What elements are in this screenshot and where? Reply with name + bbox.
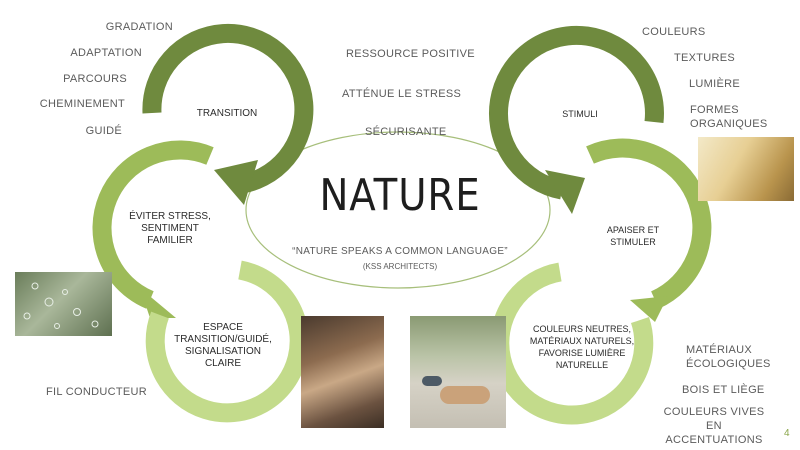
center-quote: “NATURE SPEAKS A COMMON LANGUAGE” bbox=[292, 246, 508, 257]
page-number: 4 bbox=[784, 428, 790, 439]
ring-espace bbox=[145, 260, 309, 423]
keyword-adaptation: ADAPTATION bbox=[70, 47, 142, 59]
keyword-materiaux-ecologiques: MATÉRIAUX ÉCOLOGIQUES bbox=[686, 344, 771, 370]
arrowhead-transition bbox=[214, 160, 258, 205]
arrowhead-apaiser bbox=[630, 296, 668, 322]
wood-curve-photo bbox=[301, 316, 384, 428]
keyword-couleurs-vives: COULEURS VIVES EN ACCENTUATIONS bbox=[663, 406, 765, 446]
keyword-lumiere: LUMIÈRE bbox=[689, 78, 740, 90]
keyword-cheminement: CHEMINEMENT bbox=[39, 98, 125, 110]
ring-label-couleurs-neutres: COULEURS NEUTRES, MATÉRIAUX NATURELS, FA… bbox=[529, 324, 635, 370]
ring-apaiser bbox=[586, 138, 712, 309]
keyword-couleurs: COULEURS bbox=[642, 26, 706, 38]
center-ellipse bbox=[245, 131, 551, 289]
hand-meadow-photo bbox=[698, 137, 794, 201]
keyword-formes-organiques: FORMES ORGANIQUES bbox=[690, 104, 768, 130]
ring-label-eviter-stress: ÉVITER STRESS, SENTIMENT FAMILIER bbox=[129, 211, 211, 246]
center-credit: (KSS ARCHITECTS) bbox=[362, 262, 438, 271]
ring-label-espace: ESPACE TRANSITION/GUIDÉ, SIGNALISATION C… bbox=[174, 322, 272, 369]
keyword-attenue-stress: ATTÉNUE LE STRESS bbox=[342, 88, 462, 100]
keyword-guide: GUIDÉ bbox=[85, 125, 122, 137]
ring-label-transition: TRANSITION bbox=[196, 108, 258, 119]
bench-photo bbox=[410, 316, 506, 428]
keyword-securisante: SÉCURISANTE bbox=[365, 126, 447, 138]
keyword-textures: TEXTURES bbox=[674, 52, 736, 64]
ring-label-stimuli: STIMULI bbox=[562, 109, 598, 119]
ring-label-apaiser: APAISER ET STIMULER bbox=[606, 225, 660, 247]
arrowhead-eviter-stress bbox=[140, 288, 176, 318]
keyword-bois-liege: BOIS ET LIÈGE bbox=[682, 384, 765, 396]
keyword-gradation: GRADATION bbox=[105, 21, 173, 33]
bubbles-photo bbox=[15, 272, 112, 336]
ring-couleurs-neutres bbox=[490, 262, 654, 425]
center-title: NATURE bbox=[319, 170, 481, 221]
ring-transition bbox=[142, 23, 314, 195]
ring-stimuli bbox=[488, 25, 664, 200]
ring-eviter-stress bbox=[92, 140, 214, 309]
keyword-parcours: PARCOURS bbox=[63, 73, 127, 85]
keyword-ressource-positive: RESSOURCE POSITIVE bbox=[346, 48, 475, 60]
arrowhead-stimuli bbox=[545, 170, 585, 214]
keyword-fil-conducteur: FIL CONDUCTEUR bbox=[46, 386, 147, 398]
